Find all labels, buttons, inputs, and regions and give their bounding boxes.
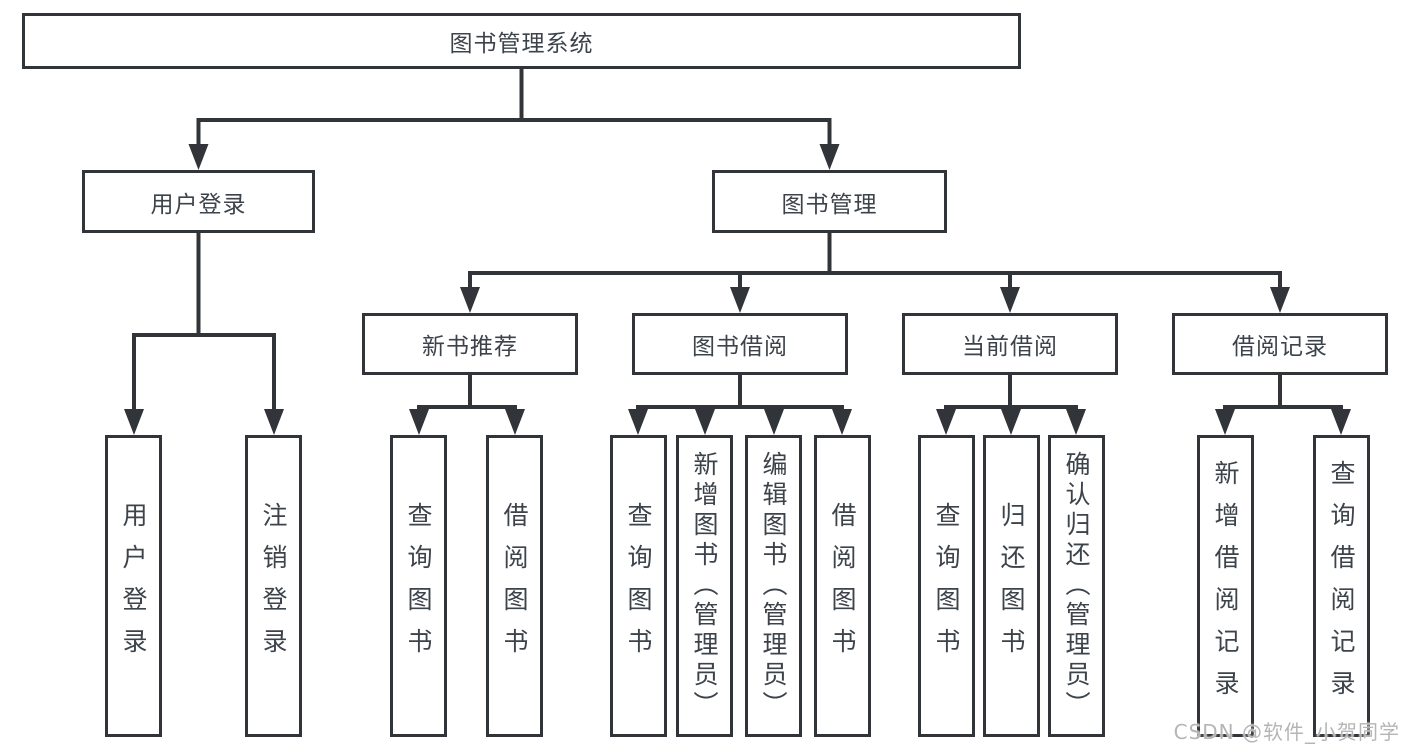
- node-book-borrowing: 图书借阅: [632, 313, 848, 375]
- leaf-return-books: 归还图书: [983, 435, 1040, 737]
- leaf-borrow-books: 借阅图书: [814, 435, 871, 737]
- leaf-query-books-recommend: 查询图书: [390, 435, 447, 737]
- leaf-borrow-books-recommend: 借阅图书: [486, 435, 543, 737]
- leaf-edit-books-admin: 编辑图书（管理员）: [745, 435, 802, 737]
- node-book-management: 图书管理: [712, 170, 947, 233]
- leaf-logout-login: 注销登录: [245, 435, 302, 737]
- leaf-query-books-borrowing: 查询图书: [610, 435, 667, 737]
- node-user-login: 用户登录: [82, 170, 315, 233]
- leaf-add-books-admin: 新增图书（管理员）: [676, 435, 733, 737]
- node-current-borrowing: 当前借阅: [902, 313, 1118, 375]
- node-library-management-system: 图书管理系统: [22, 13, 1021, 69]
- leaf-query-books-current: 查询图书: [918, 435, 975, 737]
- leaf-add-borrow-record: 新增借阅记录: [1197, 435, 1254, 737]
- leaf-query-borrow-record: 查询借阅记录: [1313, 435, 1370, 737]
- node-new-book-recommend: 新书推荐: [362, 313, 578, 375]
- node-borrow-records: 借阅记录: [1172, 313, 1388, 375]
- csdn-watermark: CSDN @软件_小贺同学: [1173, 720, 1400, 744]
- leaf-confirm-return-admin: 确认归还（管理员）: [1048, 435, 1105, 737]
- leaf-user-login: 用户登录: [105, 435, 162, 737]
